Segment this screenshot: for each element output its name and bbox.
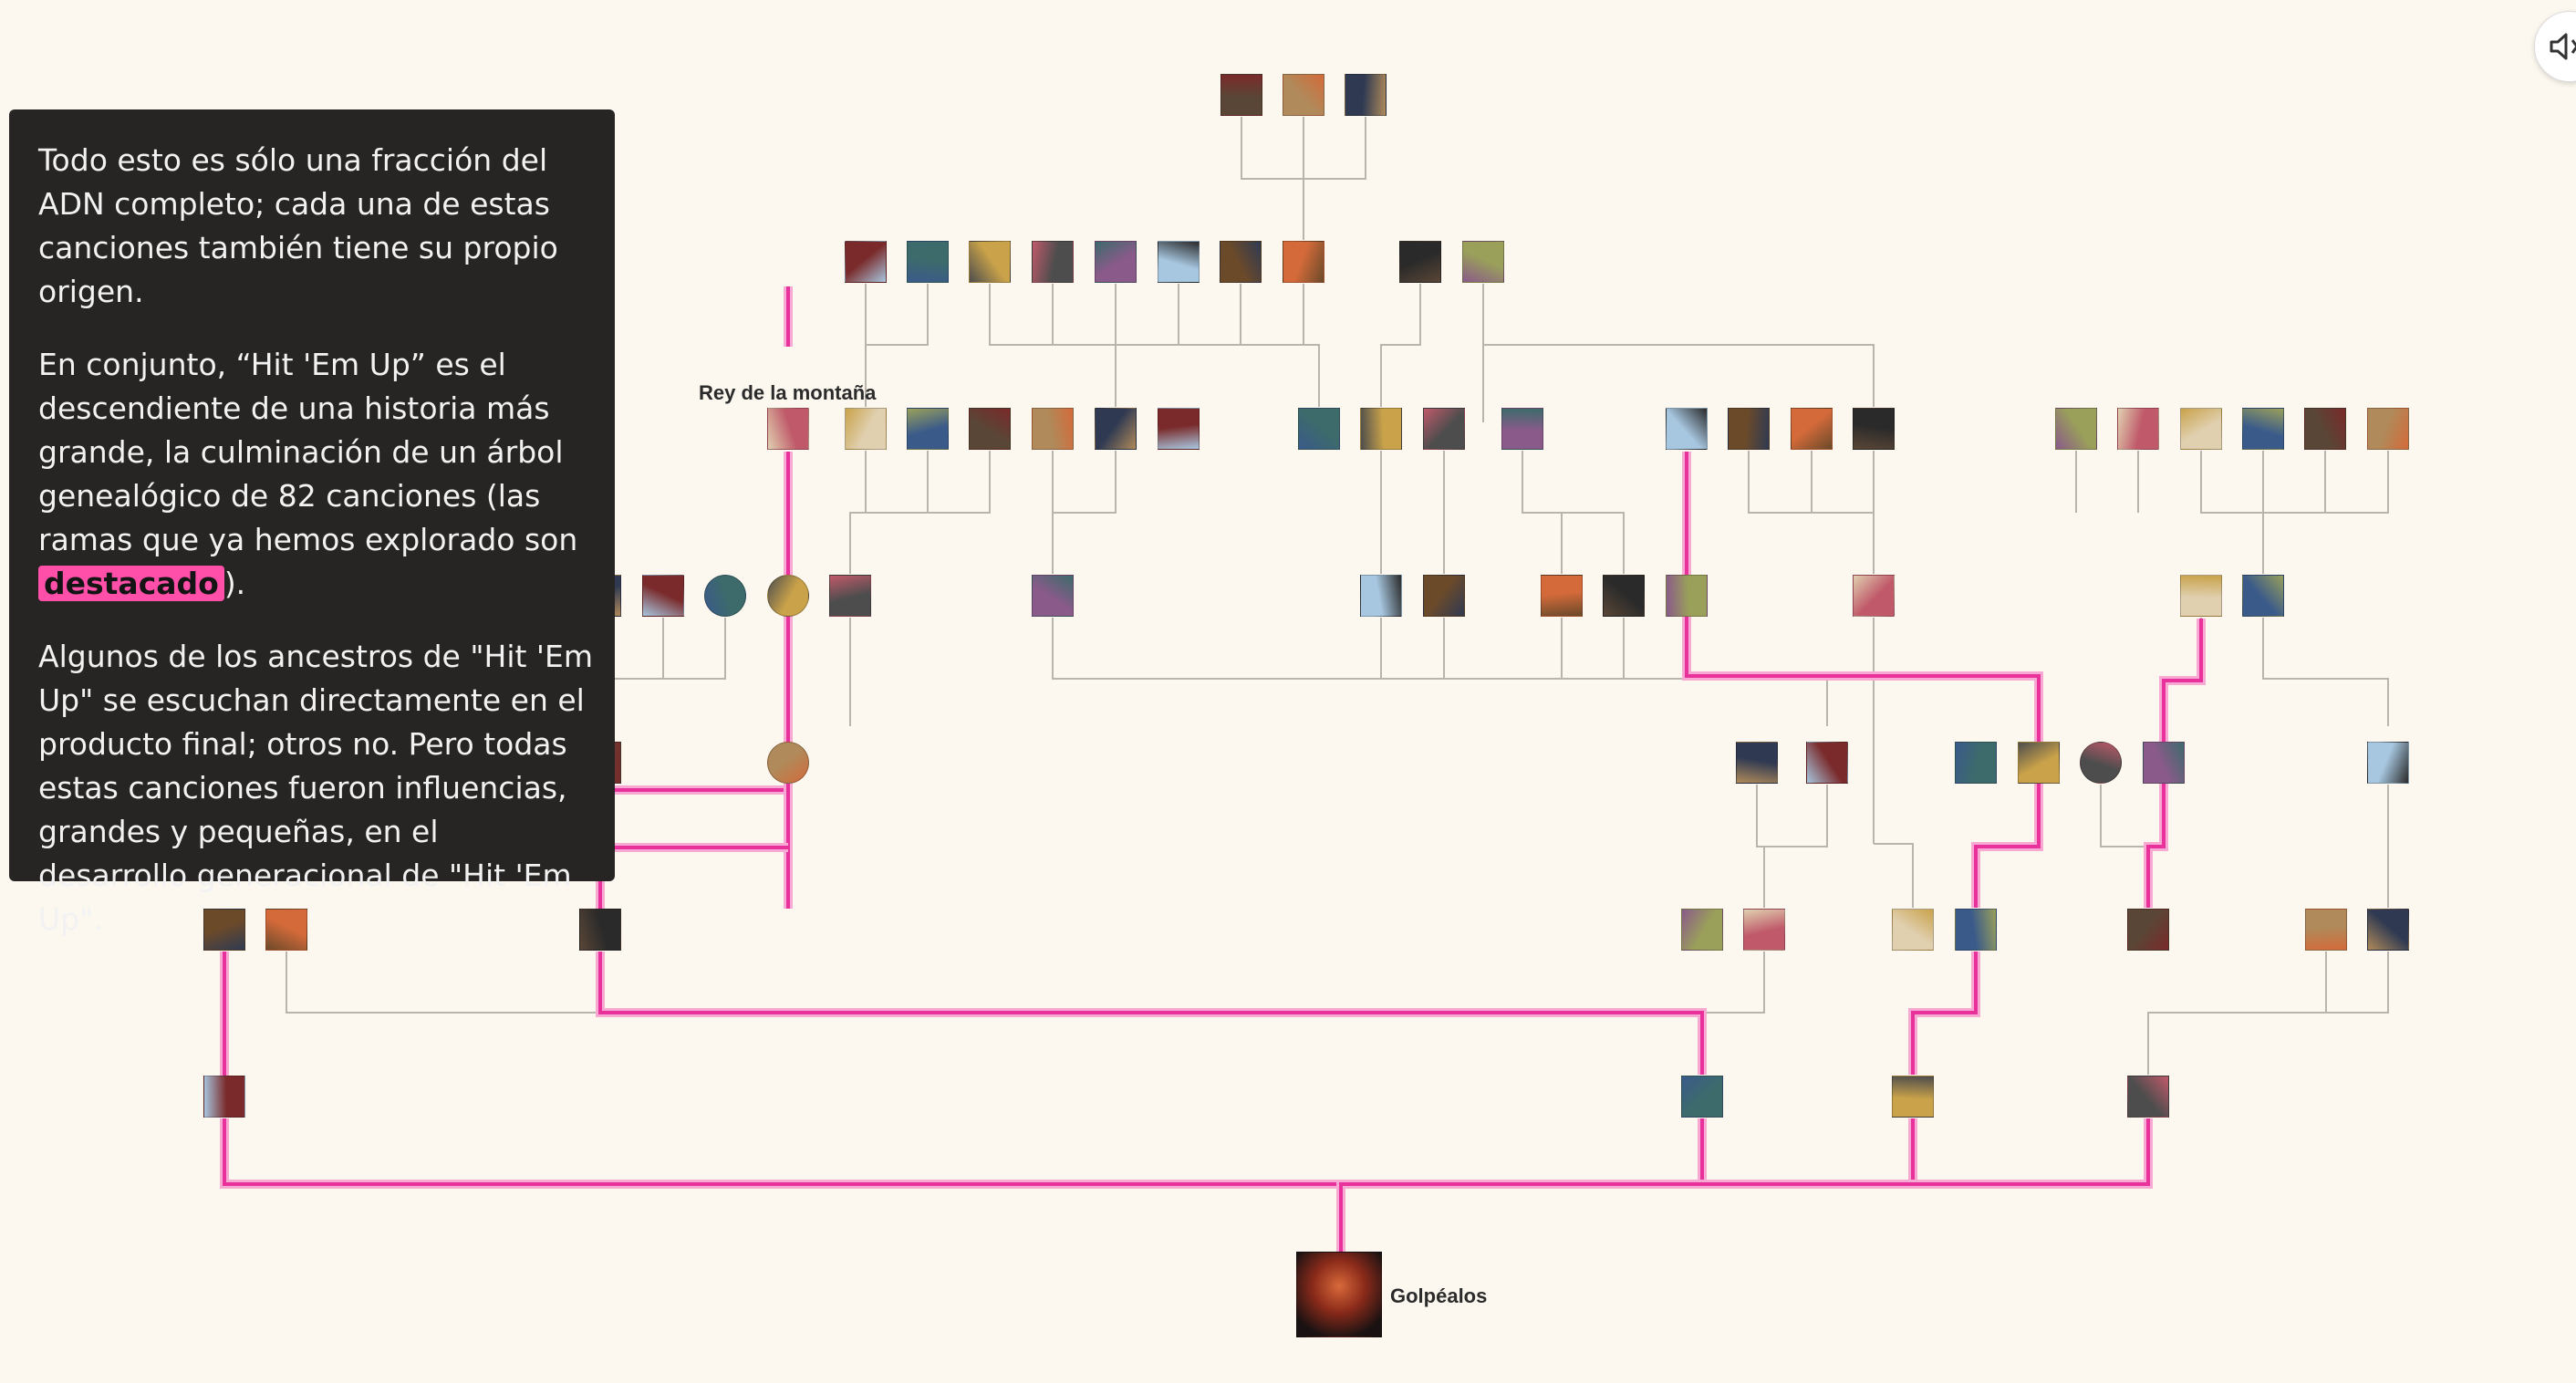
song-node[interactable] bbox=[1423, 408, 1465, 450]
song-node[interactable] bbox=[2304, 408, 2346, 450]
song-node[interactable] bbox=[1791, 408, 1833, 450]
song-node[interactable] bbox=[1095, 408, 1137, 450]
song-node[interactable] bbox=[203, 909, 245, 951]
song-node[interactable] bbox=[907, 241, 949, 283]
song-node[interactable] bbox=[1220, 74, 1262, 116]
song-node[interactable] bbox=[907, 408, 949, 450]
song-node[interactable] bbox=[1666, 575, 1708, 617]
song-node[interactable] bbox=[1283, 241, 1324, 283]
song-node[interactable] bbox=[1360, 408, 1402, 450]
song-node[interactable] bbox=[2117, 408, 2159, 450]
song-node[interactable] bbox=[2127, 909, 2169, 951]
song-node[interactable] bbox=[1955, 742, 1997, 784]
song-node[interactable] bbox=[1681, 1076, 1723, 1118]
root-song-label: Golpéalos bbox=[1390, 1284, 1488, 1307]
song-node[interactable] bbox=[2367, 408, 2409, 450]
song-node[interactable] bbox=[1501, 408, 1543, 450]
song-node[interactable] bbox=[767, 575, 809, 617]
song-node[interactable] bbox=[2242, 408, 2284, 450]
panel-paragraph-2: En conjunto, “Hit 'Em Up” es el descendi… bbox=[38, 347, 578, 601]
song-node[interactable] bbox=[2367, 909, 2409, 951]
song-node[interactable] bbox=[1892, 1076, 1934, 1118]
info-panel: Todo esto es sólo una fracción del ADN c… bbox=[9, 109, 615, 937]
song-node[interactable] bbox=[1666, 408, 1708, 450]
song-node[interactable] bbox=[2180, 575, 2222, 617]
panel-paragraph-3: Algunos de los ancestros de "Hit 'Em Up"… bbox=[38, 639, 594, 937]
speaker-icon bbox=[2550, 33, 2576, 60]
song-node[interactable] bbox=[2127, 1076, 2169, 1118]
song-node[interactable] bbox=[1853, 575, 1895, 617]
highlight-badge: destacado bbox=[38, 566, 224, 601]
song-node[interactable] bbox=[1736, 742, 1778, 784]
song-node[interactable] bbox=[579, 909, 621, 951]
song-node[interactable] bbox=[642, 575, 684, 617]
song-node[interactable] bbox=[1032, 575, 1074, 617]
song-node[interactable] bbox=[1158, 408, 1200, 450]
song-node[interactable] bbox=[1955, 909, 1997, 951]
song-node[interactable] bbox=[2242, 575, 2284, 617]
song-node[interactable] bbox=[265, 909, 307, 951]
song-node[interactable] bbox=[2367, 742, 2409, 784]
song-node[interactable] bbox=[1541, 575, 1583, 617]
king-of-the-hill-label: Rey de la montaña bbox=[699, 381, 877, 404]
song-node[interactable] bbox=[1462, 241, 1504, 283]
song-node[interactable] bbox=[1158, 241, 1200, 283]
song-node[interactable] bbox=[2080, 742, 2122, 784]
song-node[interactable] bbox=[1220, 241, 1262, 283]
song-node[interactable] bbox=[1283, 74, 1324, 116]
song-node[interactable] bbox=[1423, 575, 1465, 617]
song-node[interactable] bbox=[1853, 408, 1895, 450]
root-song-node[interactable] bbox=[1296, 1252, 1382, 1337]
song-node[interactable] bbox=[767, 742, 809, 784]
song-node[interactable] bbox=[1095, 241, 1137, 283]
song-node[interactable] bbox=[1743, 909, 1785, 951]
song-node[interactable] bbox=[2305, 909, 2347, 951]
song-node[interactable] bbox=[1728, 408, 1770, 450]
song-node[interactable] bbox=[1603, 575, 1645, 617]
song-node[interactable] bbox=[1298, 408, 1340, 450]
song-node[interactable] bbox=[203, 1076, 245, 1118]
song-node[interactable] bbox=[1399, 241, 1441, 283]
song-node[interactable] bbox=[845, 241, 887, 283]
song-node[interactable] bbox=[1032, 241, 1074, 283]
song-node[interactable] bbox=[2143, 742, 2185, 784]
song-node[interactable] bbox=[829, 575, 871, 617]
song-node[interactable] bbox=[2055, 408, 2097, 450]
song-node[interactable] bbox=[1892, 909, 1934, 951]
song-node[interactable] bbox=[845, 408, 887, 450]
song-node[interactable] bbox=[1681, 909, 1723, 951]
song-node[interactable] bbox=[1032, 408, 1074, 450]
song-node[interactable] bbox=[1360, 575, 1402, 617]
song-node[interactable] bbox=[1806, 742, 1848, 784]
song-node[interactable] bbox=[704, 575, 746, 617]
song-node[interactable] bbox=[1345, 74, 1387, 116]
song-node[interactable] bbox=[2180, 408, 2222, 450]
song-node[interactable] bbox=[969, 408, 1011, 450]
song-node[interactable] bbox=[767, 408, 809, 450]
panel-paragraph-1: Todo esto es sólo una fracción del ADN c… bbox=[38, 142, 558, 309]
song-node[interactable] bbox=[969, 241, 1011, 283]
song-node[interactable] bbox=[2018, 742, 2060, 784]
